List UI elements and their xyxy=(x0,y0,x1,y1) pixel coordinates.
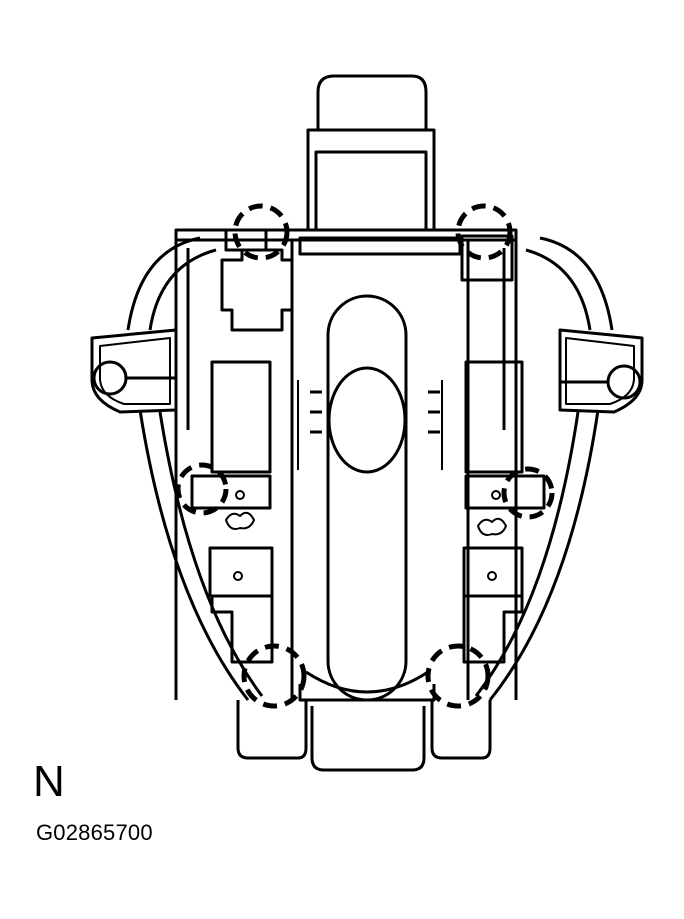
callout-circles xyxy=(175,203,555,709)
callout-bottom-right xyxy=(425,643,491,709)
right-top-block xyxy=(460,234,514,282)
right-plates xyxy=(462,360,546,664)
right-arm xyxy=(474,236,644,701)
callout-top-left xyxy=(232,203,290,261)
figure-id: G02865700 xyxy=(36,820,153,845)
top-connector xyxy=(306,74,436,232)
bottom-connectors xyxy=(236,670,492,772)
callout-bottom-left xyxy=(241,643,307,709)
callout-mid-left xyxy=(175,462,229,516)
view-label: N xyxy=(33,757,65,806)
callout-top-right xyxy=(455,203,513,261)
callout-mid-right xyxy=(501,466,555,520)
left-top-block xyxy=(220,228,294,332)
left-plates xyxy=(190,360,274,664)
